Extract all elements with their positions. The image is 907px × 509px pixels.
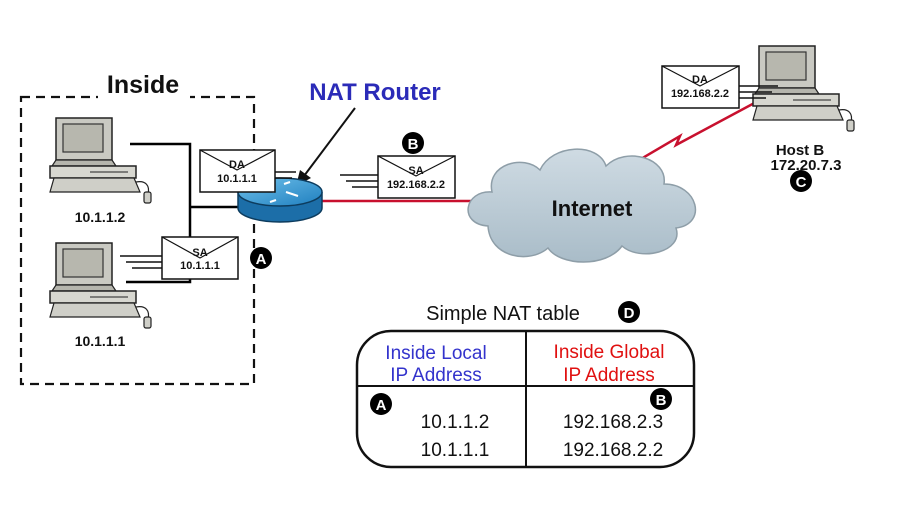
marker-a: A	[250, 247, 272, 269]
packet-field-label: DA	[692, 74, 708, 86]
svg-text:C: C	[796, 174, 807, 191]
packet-field-value: 192.168.2.2	[387, 179, 445, 191]
marker-d: D	[618, 301, 640, 323]
marker-a: A	[370, 393, 392, 415]
packet-field-value: 10.1.1.1	[180, 260, 220, 272]
internet-label: Internet	[552, 196, 633, 221]
nat-table	[355, 329, 696, 469]
col-global-header-line2: IP Address	[563, 365, 655, 386]
pc-top-ip: 10.1.1.2	[75, 209, 126, 225]
inside-label: Inside	[107, 71, 179, 99]
packet-field-value: 192.168.2.2	[671, 88, 729, 100]
marker-b: B	[402, 132, 424, 154]
packet-envelope	[120, 236, 239, 280]
svg-text:B: B	[656, 392, 667, 409]
col-local-header-line2: IP Address	[390, 365, 482, 386]
host-b-ip: 172.20.7.3	[771, 157, 842, 174]
nat-router-title: NAT Router	[309, 79, 441, 106]
packet-envelope	[340, 155, 456, 199]
packet-field-label: DA	[229, 159, 245, 171]
svg-text:A: A	[376, 397, 387, 414]
svg-text:D: D	[624, 305, 635, 322]
packet-envelope	[661, 65, 778, 109]
inside-links	[126, 142, 242, 284]
marker-b: B	[650, 388, 672, 410]
inside-boundary	[19, 95, 256, 386]
nat-table-title: Simple NAT table	[426, 303, 580, 325]
packet-field-label: SA	[192, 247, 207, 259]
outside-links	[322, 98, 761, 203]
host-b-name: Host B	[776, 142, 825, 159]
packet-field-value: 10.1.1.1	[217, 173, 257, 185]
svg-text:A: A	[256, 251, 267, 268]
marker-c: C	[790, 170, 812, 192]
table-cell-local: 10.1.1.1	[421, 440, 490, 461]
table-cell-local: 10.1.1.2	[421, 412, 490, 433]
pc-bottom-ip: 10.1.1.1	[75, 333, 126, 349]
internet-cloud	[467, 148, 697, 263]
table-cell-global: 192.168.2.2	[563, 440, 663, 461]
svg-text:B: B	[408, 136, 419, 153]
packet-field-label: SA	[408, 165, 423, 177]
col-global-header-line1: Inside Global	[554, 342, 665, 363]
col-local-header-line1: Inside Local	[385, 343, 486, 364]
table-cell-global: 192.168.2.3	[563, 412, 663, 433]
computer-icon	[49, 117, 152, 204]
computer-icon	[752, 45, 855, 132]
packet-envelope	[199, 149, 296, 193]
